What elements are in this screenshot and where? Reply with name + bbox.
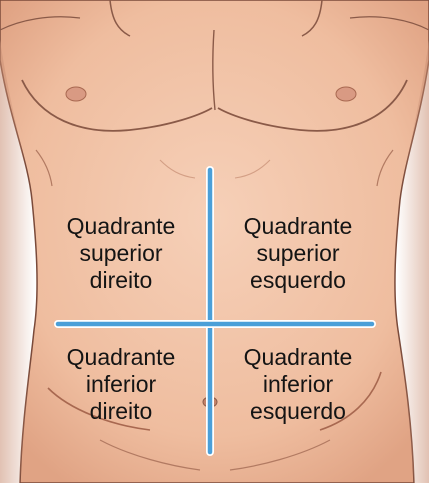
label-line: superior [40,240,202,267]
label-lower-left-quadrant: Quadrante inferior esquerdo [214,344,382,425]
label-line: esquerdo [214,398,382,425]
label-line: direito [40,398,202,425]
label-line: esquerdo [214,267,382,294]
label-line: Quadrante [214,213,382,240]
label-line: superior [214,240,382,267]
left-nipple [336,87,356,101]
label-upper-left-quadrant: Quadrante superior esquerdo [214,213,382,294]
label-line: Quadrante [214,344,382,371]
label-line: direito [40,267,202,294]
label-line: Quadrante [40,213,202,240]
label-line: Quadrante [40,344,202,371]
label-line: inferior [40,371,202,398]
right-nipple [66,87,86,101]
label-lower-right-quadrant: Quadrante inferior direito [40,344,202,425]
label-upper-right-quadrant: Quadrante superior direito [40,213,202,294]
label-line: inferior [214,371,382,398]
